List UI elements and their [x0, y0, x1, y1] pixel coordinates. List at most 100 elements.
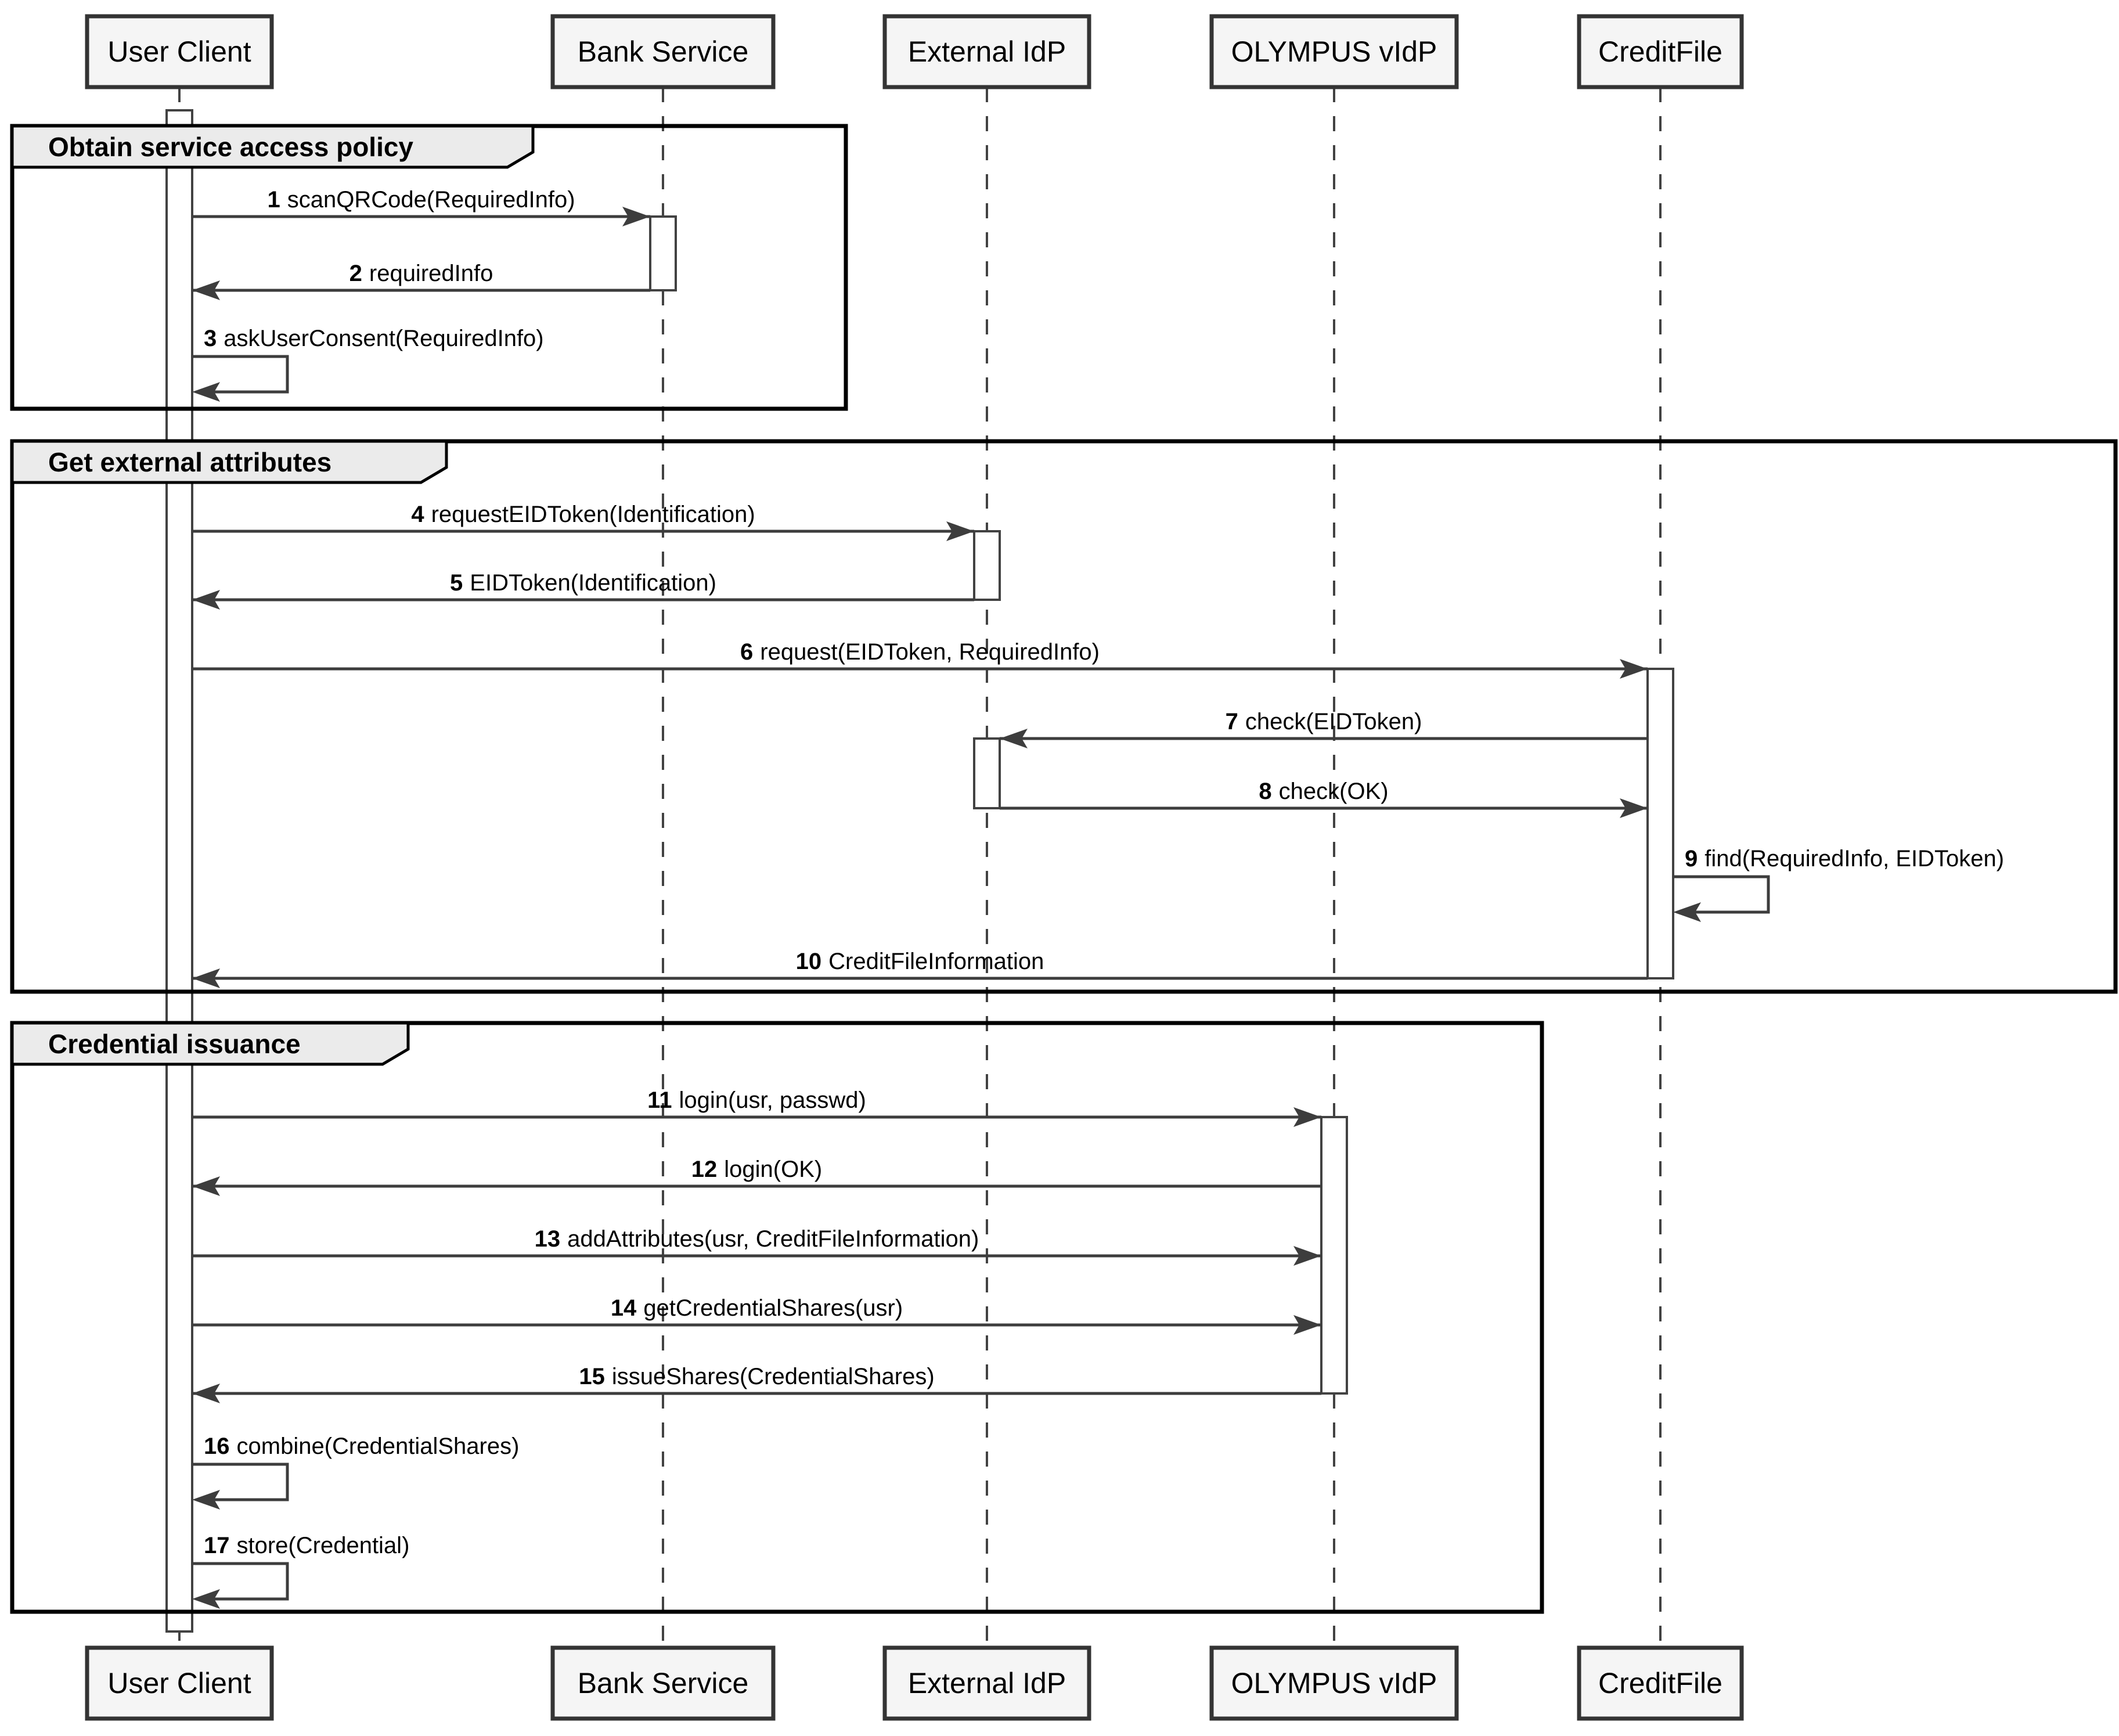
message-number: 17 — [204, 1533, 230, 1558]
message-text: requiredInfo — [369, 261, 493, 286]
message-number: 16 — [204, 1434, 230, 1459]
participant-box — [1577, 1645, 1744, 1721]
message-text: login(OK) — [724, 1157, 822, 1182]
arrowhead-icon — [192, 1589, 220, 1609]
message-number: 5 — [450, 570, 463, 596]
participant-creditfile-top: CreditFile — [1577, 14, 1744, 89]
participant-box — [550, 1645, 776, 1721]
arrowhead-icon — [1293, 1107, 1321, 1127]
participant-name: CreditFile — [1598, 1667, 1722, 1699]
arrowhead-icon — [1620, 798, 1648, 818]
message-text: scanQRCode(RequiredInfo) — [287, 187, 575, 213]
arrowhead-icon — [622, 207, 650, 226]
arrowhead-icon — [1293, 1246, 1321, 1266]
arrowhead-icon — [192, 382, 220, 402]
message-text: CreditFileInformation — [828, 949, 1044, 974]
frame-0: Obtain service access policy — [10, 124, 848, 411]
message-number: 6 — [740, 639, 753, 665]
message-text: request(EIDToken, RequiredInfo) — [760, 639, 1100, 665]
participant-box — [882, 14, 1091, 89]
message-text: find(RequiredInfo, EIDToken) — [1704, 846, 2004, 871]
message-number: 9 — [1685, 846, 1698, 871]
message-number: 8 — [1259, 779, 1271, 804]
message-label: 2 requiredInfo — [349, 261, 493, 286]
message-text: EIDToken(Identification) — [470, 570, 716, 596]
participant-box — [1209, 1645, 1459, 1721]
arrowhead-icon — [1293, 1315, 1321, 1335]
message-text: login(usr, passwd) — [679, 1087, 866, 1113]
participant-bank-service-bottom: Bank Service — [550, 1645, 776, 1721]
activation-bar-olympus-vidp-5 — [1320, 1116, 1348, 1395]
participant-name: OLYMPUS vIdP — [1231, 1667, 1437, 1699]
message-16: 16 combine(CredentialShares) — [192, 1434, 519, 1510]
participant-olympus-vidp-top: OLYMPUS vIdP — [1209, 14, 1459, 89]
message-text: getCredentialShares(usr) — [643, 1295, 903, 1321]
self-message-line — [1673, 875, 1770, 914]
arrowhead-icon — [192, 1384, 220, 1403]
message-text: askUserConsent(RequiredInfo) — [224, 326, 543, 351]
message-number: 1 — [267, 187, 280, 213]
message-label: 15 issueShares(CredentialShares) — [579, 1364, 934, 1389]
self-message-line — [192, 355, 289, 394]
message-text: requestEIDToken(Identification) — [431, 502, 755, 527]
frame-border — [10, 439, 2118, 994]
participant-box — [550, 14, 776, 89]
message-label: 17 store(Credential) — [204, 1533, 409, 1558]
participant-box — [882, 1645, 1091, 1721]
participant-external-idp-top: External IdP — [882, 14, 1091, 89]
participant-name: OLYMPUS vIdP — [1231, 35, 1437, 68]
activation-bar-bank-service-1 — [649, 215, 677, 291]
message-number: 2 — [349, 261, 362, 286]
message-17: 17 store(Credential) — [192, 1533, 409, 1609]
arrowhead-icon — [1673, 902, 1701, 922]
arrowhead-icon — [192, 280, 220, 300]
message-label: 5 EIDToken(Identification) — [450, 570, 716, 596]
frame-border — [10, 1021, 1544, 1614]
message-number: 14 — [611, 1295, 637, 1321]
message-number: 4 — [411, 502, 424, 527]
participant-user-client-bottom: User Client — [85, 1645, 274, 1721]
self-message-line — [192, 1463, 289, 1501]
participant-name: External IdP — [908, 1667, 1066, 1699]
frame-title-tab — [10, 440, 448, 484]
message-text: issueShares(CredentialShares) — [612, 1364, 935, 1389]
message-text: store(Credential) — [237, 1533, 410, 1558]
message-label: 1 scanQRCode(RequiredInfo) — [267, 187, 575, 213]
arrowhead-icon — [192, 1176, 220, 1196]
participant-box — [1209, 14, 1459, 89]
message-number: 10 — [796, 949, 822, 974]
participant-external-idp-bottom: External IdP — [882, 1645, 1091, 1721]
message-text: combine(CredentialShares) — [237, 1434, 520, 1459]
message-number: 13 — [535, 1226, 561, 1252]
participant-creditfile-bottom: CreditFile — [1577, 1645, 1744, 1721]
participant-name: User Client — [107, 35, 251, 68]
frame-title-tab — [10, 1021, 410, 1066]
message-label: 4 requestEIDToken(Identification) — [411, 502, 755, 527]
message-2: 2 requiredInfo — [192, 261, 650, 300]
frame-title: Get external attributes — [48, 447, 331, 477]
activation-bar-external-idp-2 — [973, 530, 1001, 601]
participant-box — [85, 1645, 274, 1721]
participant-bank-service-top: Bank Service — [550, 14, 776, 89]
participant-name: Bank Service — [578, 35, 749, 68]
participant-name: CreditFile — [1598, 35, 1722, 68]
message-label: 6 request(EIDToken, RequiredInfo) — [740, 639, 1100, 665]
participant-olympus-vidp-bottom: OLYMPUS vIdP — [1209, 1645, 1459, 1721]
arrowhead-icon — [192, 968, 220, 988]
arrowhead-icon — [192, 590, 220, 610]
message-number: 15 — [579, 1364, 605, 1389]
participant-user-client-top: User Client — [85, 14, 274, 89]
